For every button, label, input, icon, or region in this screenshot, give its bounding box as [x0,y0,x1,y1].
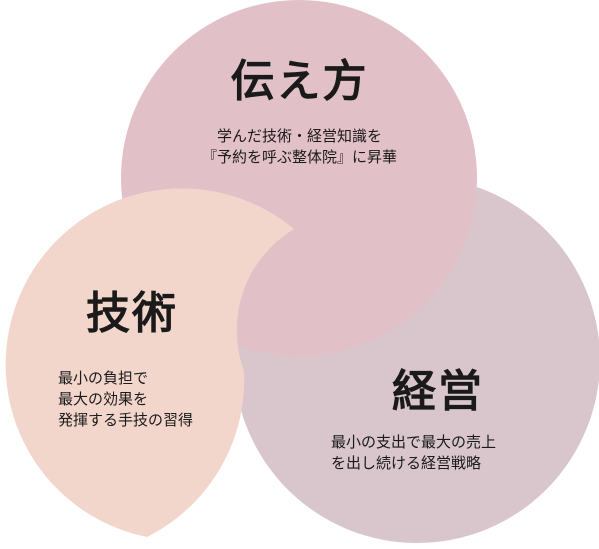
desc-technique-line: 最小の負担で [58,369,149,387]
title-technique: 技術 [86,288,178,339]
desc-communication-line: 『予約を呼ぶ整体院』に昇華 [201,148,397,166]
desc-management: 最小の支出で最大の売上 を出し続ける経営戦略 [331,432,496,474]
desc-management-line: を出し続ける経営戦略 [331,454,482,472]
desc-communication: 学んだ技術・経営知識を 『予約を呼ぶ整体院』に昇華 [0,126,599,168]
desc-technique-line: 発揮する手技の習得 [58,411,194,429]
desc-communication-line: 学んだ技術・経営知識を [216,127,382,145]
desc-technique-line: 最大の効果を [58,390,149,408]
desc-management-line: 最小の支出で最大の売上 [331,433,497,451]
title-communication: 伝え方 [230,56,369,107]
circle-technique [5,188,295,537]
desc-technique: 最小の負担で 最大の効果を 発揮する手技の習得 [58,368,193,431]
title-management: 経営 [392,366,484,417]
